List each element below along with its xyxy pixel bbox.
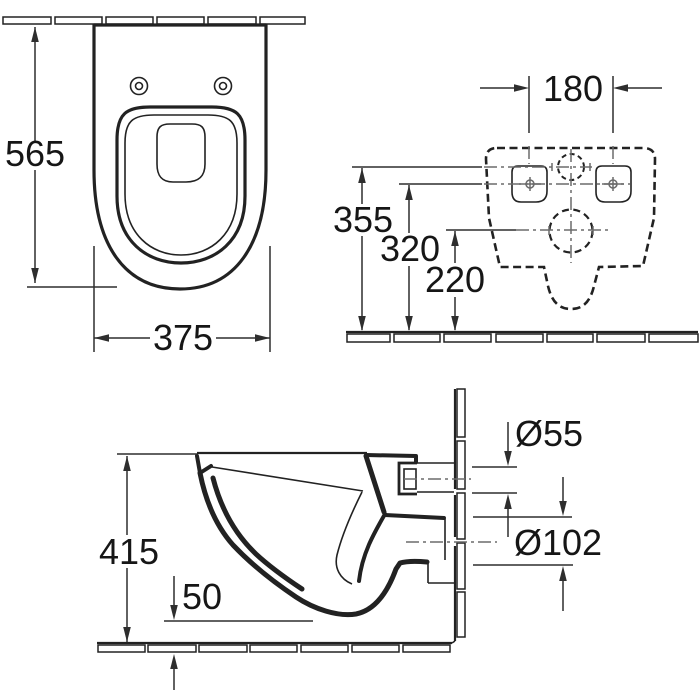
wall xyxy=(453,388,466,641)
wc-section xyxy=(195,451,497,618)
rear-deck xyxy=(364,453,418,464)
dim-outlet-diameter-102: Ø102 xyxy=(473,477,602,611)
wc-silhouette-dashed xyxy=(484,146,657,311)
dim-label-hole-spacing: 180 xyxy=(543,68,603,109)
outer-shell xyxy=(197,470,430,618)
wall-tiles xyxy=(2,16,306,25)
centerlines xyxy=(484,146,630,263)
dim-fixing-height-320: 320 xyxy=(380,183,482,331)
bowl-opening xyxy=(156,123,206,183)
side-view: 415 50 Ø55 Ø102 xyxy=(97,388,602,690)
dim-label-inlet-height: 355 xyxy=(333,199,393,240)
dim-label-inlet-diameter: Ø55 xyxy=(515,413,583,454)
dim-label-width: 375 xyxy=(153,317,213,358)
trap-weir xyxy=(357,512,387,583)
dim-label-depth: 565 xyxy=(5,133,65,174)
dim-width-375: 375 xyxy=(93,246,271,358)
outlet-shelf xyxy=(383,513,446,520)
seat-outer xyxy=(115,105,247,265)
rear-view: 180 355 320 220 xyxy=(333,68,699,343)
floor-tiles xyxy=(97,644,451,653)
dim-depth-565: 565 xyxy=(5,27,117,288)
floor-tiles xyxy=(346,333,699,343)
dim-label-height: 415 xyxy=(99,531,159,572)
dim-hole-spacing-180: 180 xyxy=(480,68,662,133)
inlet-spigot xyxy=(397,461,417,496)
inner-bowl xyxy=(210,475,305,592)
wall-tiles xyxy=(456,388,466,638)
front-lip xyxy=(195,454,213,475)
rear-wall xyxy=(363,453,387,515)
bowl-interior-line xyxy=(335,491,363,585)
top-view: 565 375 xyxy=(2,16,306,358)
floor xyxy=(97,640,456,653)
dim-label-fixing-height: 320 xyxy=(380,228,440,269)
dim-height-415: 415 xyxy=(99,453,197,642)
dim-inlet-diameter-55: Ø55 xyxy=(472,413,583,537)
dim-label-outlet-diameter: Ø102 xyxy=(514,522,602,563)
seat-inner xyxy=(124,114,238,256)
dim-clearance-50: 50 xyxy=(164,576,313,690)
dim-outlet-height-220: 220 xyxy=(425,229,516,331)
wc-body-outline xyxy=(92,23,268,291)
dim-inlet-height-355: 355 xyxy=(333,166,482,331)
dim-label-clearance: 50 xyxy=(182,576,222,617)
fixing-hole-left xyxy=(129,76,149,96)
dim-label-outlet-height: 220 xyxy=(425,259,485,300)
fixing-hole-right xyxy=(213,76,233,96)
